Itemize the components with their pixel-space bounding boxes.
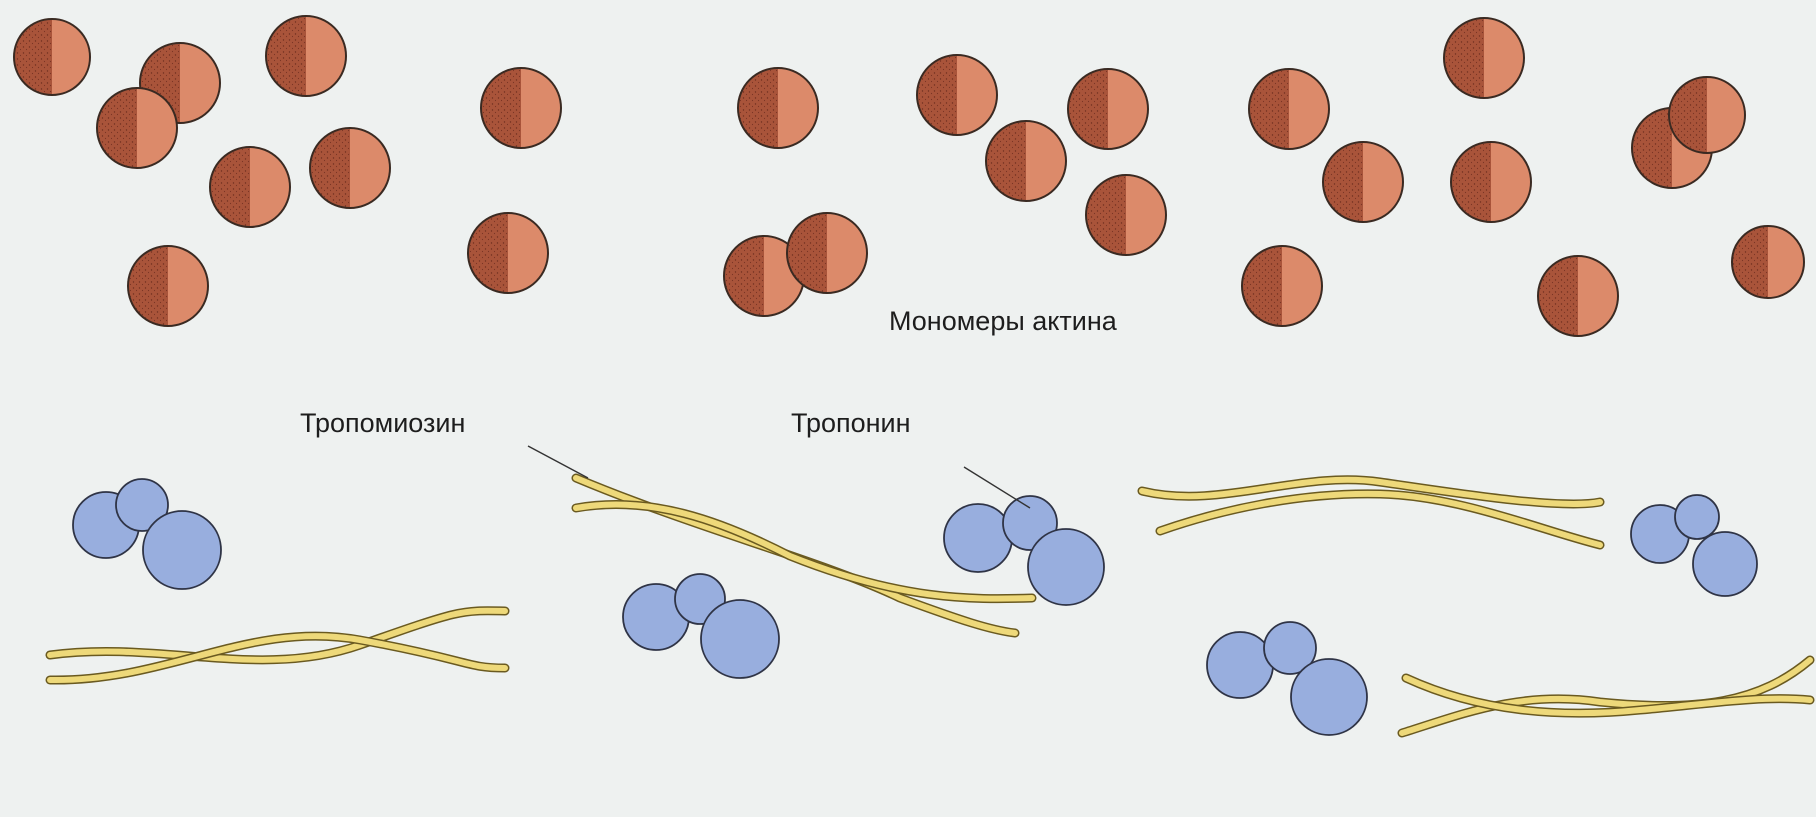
actin-monomer (1538, 256, 1618, 336)
troponin-complex (944, 496, 1104, 605)
actin-monomer (128, 246, 208, 326)
actin-monomer (787, 213, 867, 293)
actin-monomer (1451, 142, 1531, 222)
troponin-subunit (143, 511, 221, 589)
troponin-complex (1631, 495, 1757, 596)
tropomyosin-leader-line (528, 446, 588, 478)
actin-monomer (1249, 69, 1329, 149)
tropomyosin-group (50, 478, 1810, 733)
troponin-subunit (944, 504, 1012, 572)
actin-monomer (1242, 246, 1322, 326)
tropomyosin-label: Тропомиозин (300, 408, 465, 439)
troponin-complex (73, 479, 221, 589)
troponin-subunit (1207, 632, 1273, 698)
leader-lines (528, 446, 1030, 508)
troponin-subunit (1675, 495, 1719, 539)
actin-monomer (97, 88, 177, 168)
actin-monomer (986, 121, 1066, 201)
actin-monomer (1669, 77, 1745, 153)
actin-monomer (14, 19, 90, 95)
actin-monomer (738, 68, 818, 148)
troponin-subunit (1028, 529, 1104, 605)
actin-monomer (210, 147, 290, 227)
actin-monomer (468, 213, 548, 293)
troponin-complex (623, 574, 779, 678)
actin-monomer (1068, 69, 1148, 149)
actin-monomer (1732, 226, 1804, 298)
actin-monomer (1323, 142, 1403, 222)
actin-monomers-group (14, 16, 1804, 336)
troponin-complex (1207, 622, 1367, 735)
troponin-subunit (701, 600, 779, 678)
actin-monomer (917, 55, 997, 135)
troponin-leader-line (964, 467, 1030, 508)
troponin-label: Тропонин (791, 408, 911, 439)
tropomyosin-filament (1142, 480, 1600, 545)
actin-monomers-label: Мономеры актина (889, 306, 1117, 337)
tropomyosin-filament (50, 611, 505, 680)
troponin-subunit (1291, 659, 1367, 735)
actin-monomer (1086, 175, 1166, 255)
actin-monomer (266, 16, 346, 96)
tropomyosin-filament (1402, 660, 1810, 733)
actin-monomer (310, 128, 390, 208)
troponin-subunit (1693, 532, 1757, 596)
actin-monomer (1444, 18, 1524, 98)
actin-monomer (481, 68, 561, 148)
